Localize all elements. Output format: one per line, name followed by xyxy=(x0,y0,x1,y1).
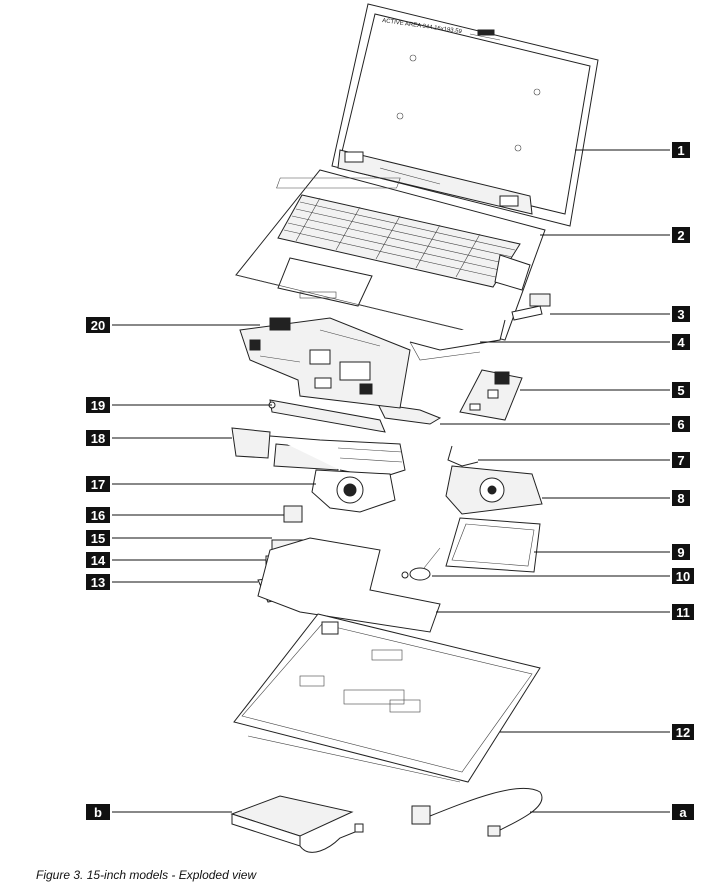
part-optical-drive xyxy=(445,465,543,515)
svg-text:15: 15 xyxy=(91,531,105,546)
callout-11: 11 xyxy=(672,604,694,620)
callout-3: 3 xyxy=(672,306,690,322)
svg-text:6: 6 xyxy=(677,417,684,432)
callout-1: 1 xyxy=(672,142,690,158)
callout-8: 8 xyxy=(672,490,690,506)
callout-15: 15 xyxy=(86,530,110,546)
part-bottom-plate xyxy=(257,537,441,633)
svg-text:16: 16 xyxy=(91,508,105,523)
part-display-assembly: ACTIVE AREA 344.16x193.59 xyxy=(331,3,599,227)
svg-text:11: 11 xyxy=(676,605,690,620)
callout-19: 19 xyxy=(86,397,110,413)
part-io-board xyxy=(459,369,523,421)
part-hdd-bracket xyxy=(445,517,541,573)
callout-18: 18 xyxy=(86,430,110,446)
part-speaker xyxy=(268,399,386,433)
part-wireless-card xyxy=(283,505,303,523)
callout-10: 10 xyxy=(672,568,694,584)
part-system-board xyxy=(239,317,411,409)
part-heat-sink xyxy=(231,427,406,479)
svg-text:5: 5 xyxy=(677,383,684,398)
callout-4: 4 xyxy=(672,334,690,350)
figure-caption: Figure 3. 15-inch models - Exploded view xyxy=(36,868,257,882)
part-odd-cable xyxy=(447,445,479,467)
part-upper-case-keyboard xyxy=(235,169,546,341)
svg-text:b: b xyxy=(94,805,102,820)
svg-text:19: 19 xyxy=(91,398,105,413)
callout-16: 16 xyxy=(86,507,110,523)
callout-12: 12 xyxy=(672,724,694,740)
svg-text:8: 8 xyxy=(677,491,684,506)
svg-text:3: 3 xyxy=(677,307,684,322)
svg-text:7: 7 xyxy=(677,453,684,468)
svg-text:17: 17 xyxy=(91,477,105,492)
callout-a: a xyxy=(672,804,694,820)
callout-20: 20 xyxy=(86,317,110,333)
part-ac-adapter xyxy=(230,795,364,853)
svg-text:1: 1 xyxy=(677,143,684,158)
svg-text:18: 18 xyxy=(91,431,105,446)
callout-5: 5 xyxy=(672,382,690,398)
callout-13: 13 xyxy=(86,574,110,590)
svg-text:10: 10 xyxy=(676,569,690,584)
callout-14: 14 xyxy=(86,552,110,568)
callout-9: 9 xyxy=(672,544,690,560)
part-coin-battery xyxy=(409,547,441,581)
svg-text:20: 20 xyxy=(91,318,105,333)
part-small-connector-board xyxy=(511,293,551,321)
callout-17: 17 xyxy=(86,476,110,492)
callout-2: 2 xyxy=(672,227,690,243)
svg-text:4: 4 xyxy=(677,335,685,350)
part-fan xyxy=(311,469,396,513)
leader-lines xyxy=(112,149,670,813)
svg-text:13: 13 xyxy=(91,575,105,590)
svg-text:9: 9 xyxy=(677,545,684,560)
callout-6: 6 xyxy=(672,416,690,432)
part-power-cord xyxy=(411,787,543,837)
part-io-cable xyxy=(377,403,442,425)
svg-text:2: 2 xyxy=(677,228,684,243)
svg-text:a: a xyxy=(679,805,687,820)
callout-b: b xyxy=(86,804,110,820)
part-base-cover xyxy=(233,613,541,783)
svg-text:14: 14 xyxy=(91,553,106,568)
svg-text:12: 12 xyxy=(676,725,690,740)
callout-7: 7 xyxy=(672,452,690,468)
